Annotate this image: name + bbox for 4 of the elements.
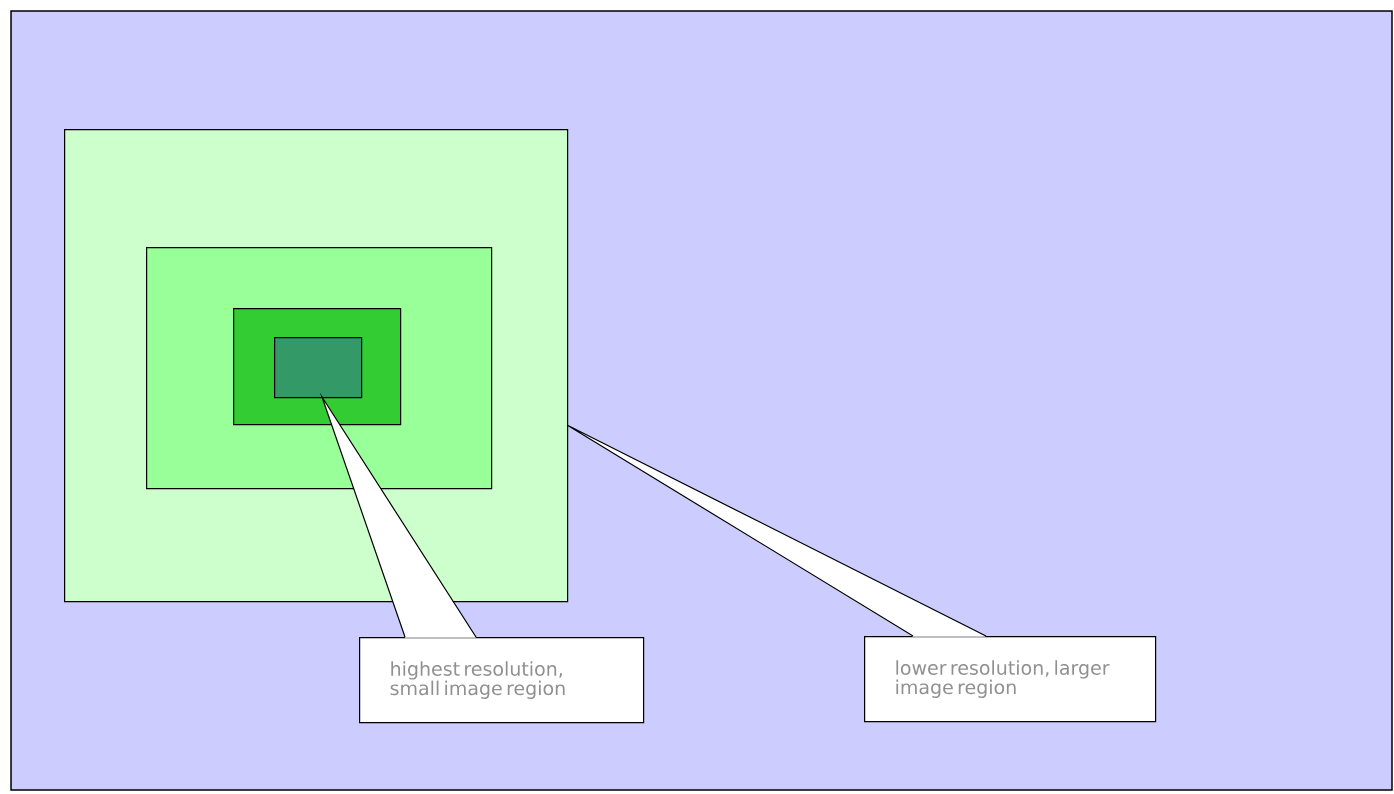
callout-box: highest resolution, small image region xyxy=(359,637,645,724)
callout-box: lower resolution, larger image region xyxy=(864,636,1157,723)
region-box xyxy=(274,337,363,399)
callout-tail xyxy=(566,424,987,637)
